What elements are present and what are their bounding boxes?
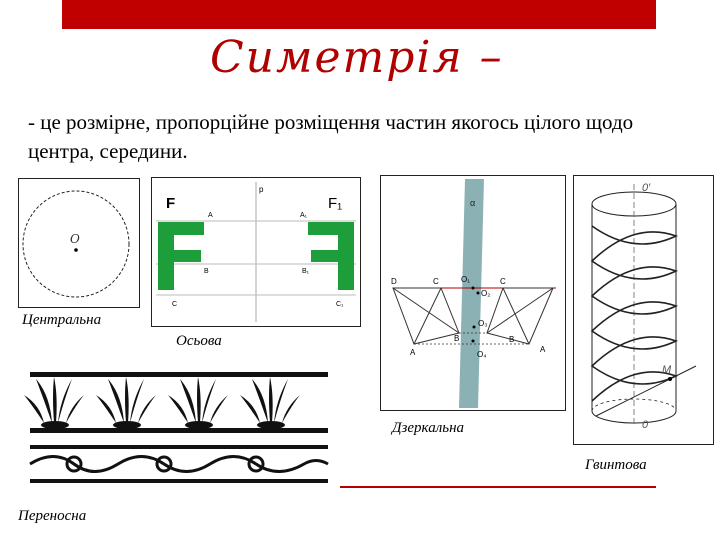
scroll-row: [29, 455, 329, 473]
page-title: Симетрія –: [210, 32, 504, 83]
svg-text:C: C: [500, 277, 506, 286]
green-shape-left: [158, 222, 204, 290]
svg-text:A: A: [410, 348, 416, 357]
svg-text:α: α: [470, 198, 475, 208]
svg-text:O₃: O₃: [478, 319, 487, 328]
central-label: Центральна: [22, 312, 102, 328]
svg-text:F₁: F₁: [328, 195, 342, 212]
axial-symmetry-figure: F F₁ p A A₁ B B₁ C C₁: [151, 177, 361, 327]
svg-text:p: p: [259, 185, 264, 194]
svg-text:A: A: [540, 345, 546, 354]
mirror-symmetry-figure: α D C O₁ C O₂ O₃ O₄ B B A A: [380, 175, 566, 411]
svg-text:C: C: [433, 277, 439, 286]
svg-text:B: B: [204, 268, 209, 275]
central-symmetry-figure: O: [18, 178, 140, 308]
svg-text:B₁: B₁: [302, 268, 310, 275]
svg-text:M: M: [662, 364, 672, 376]
translational-symmetry-figure: [14, 365, 342, 487]
screw-symmetry-figure: 0′ M 0: [573, 175, 714, 445]
svg-text:0′: 0′: [642, 182, 651, 194]
svg-text:0: 0: [642, 419, 649, 431]
center-label: O: [70, 232, 80, 246]
symmetry-circle: [22, 190, 130, 298]
bottom-accent-line: [340, 486, 656, 488]
center-point: [74, 248, 78, 252]
mirror-label: Дзеркальна: [392, 420, 465, 436]
svg-text:A: A: [208, 212, 213, 219]
svg-text:O₂: O₂: [481, 289, 490, 298]
palmette-row: [24, 377, 300, 429]
svg-text:B: B: [509, 335, 514, 344]
svg-text:O₄: O₄: [477, 350, 487, 359]
svg-text:C₁: C₁: [336, 301, 344, 308]
helix-curve: [590, 225, 679, 402]
svg-text:B: B: [454, 334, 459, 343]
translational-label: Переносна: [18, 508, 87, 524]
axial-label: Осьова: [176, 333, 222, 349]
svg-text:A₁: A₁: [300, 212, 308, 219]
svg-text:F: F: [166, 195, 175, 212]
svg-text:D: D: [391, 277, 397, 286]
svg-text:C: C: [172, 301, 177, 308]
mirror-plane: [459, 179, 484, 408]
svg-text:O₁: O₁: [461, 275, 470, 284]
top-accent-bar: [62, 0, 656, 29]
definition-text: - це розмірне, пропорційне розміщення ча…: [28, 110, 634, 163]
green-shape-right: [308, 222, 354, 290]
screw-label: Гвинтова: [585, 457, 647, 473]
